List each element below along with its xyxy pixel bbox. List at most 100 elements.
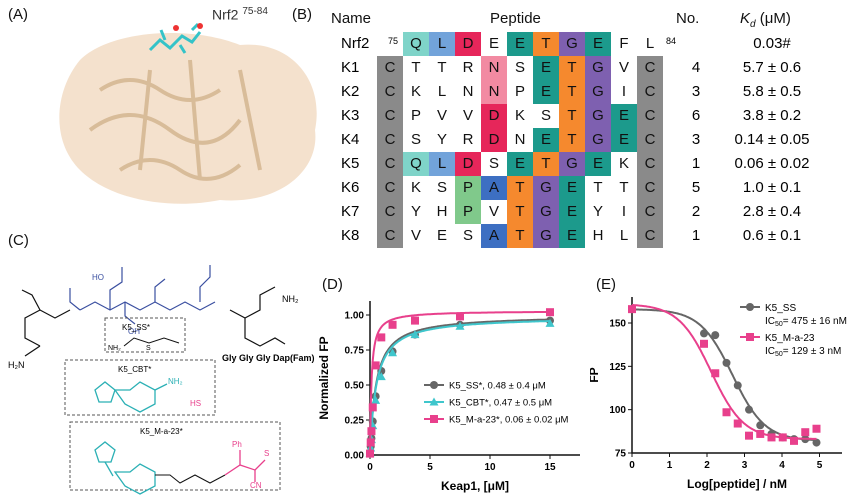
residue-cell: F [619, 35, 629, 52]
residue-cell: K [618, 155, 629, 172]
data-point [546, 308, 554, 317]
copy-number: 1 [691, 227, 701, 244]
residue-cell: E [585, 32, 611, 56]
ic-value: = 475 ± 16 nM [783, 316, 847, 327]
residue-cell: C [377, 176, 403, 200]
residue-cell: H [592, 227, 604, 244]
data-point [745, 431, 753, 440]
nrf2-end: 84 [666, 36, 677, 46]
ic-value: = 129 ± 3 nM [783, 346, 842, 357]
data-point [411, 316, 419, 325]
residue-cell: S [410, 131, 421, 148]
residue-cell: E [611, 128, 637, 152]
data-point [711, 369, 720, 378]
protein-structure [59, 22, 317, 204]
y-tick-label: 100 [609, 405, 626, 416]
protein-ribbons [88, 59, 262, 181]
residue-cell: E [585, 152, 611, 176]
header-no: No. [676, 10, 700, 27]
data-point [371, 395, 381, 404]
residue-cell: E [533, 56, 559, 80]
residue-cell: L [437, 83, 447, 100]
fit-curve [632, 308, 817, 442]
kd-value: 1.0 ± 0.1 [742, 179, 802, 196]
m-s-label: S [264, 449, 269, 458]
header-kd: Kd (μM) [740, 10, 791, 30]
residue-cell: C [637, 104, 663, 128]
residue-cell: V [488, 203, 499, 220]
box-k5-m-a-23-label: K5_M-a-23* [140, 427, 183, 436]
residue-cell: R [462, 131, 474, 148]
data-point [778, 433, 787, 442]
ss-nh2: NH₂ [108, 345, 121, 352]
data-point [746, 333, 754, 341]
data-point [368, 403, 377, 412]
residue-cell: S [514, 59, 525, 76]
x-tick-label: 4 [779, 460, 785, 471]
data-point [628, 305, 636, 314]
data-point [377, 333, 386, 342]
residue-cell: P [455, 176, 481, 200]
residue-cell: E [507, 32, 533, 56]
panel-e-label: (E) [596, 276, 616, 293]
row-name: K4 [341, 131, 360, 148]
residue-cell: E [488, 35, 499, 52]
residue-cell: E [611, 104, 637, 128]
nrf2-label: Nrf2 75-84 [212, 6, 268, 23]
box-k5-ss [104, 317, 186, 353]
copy-number: 5 [691, 179, 701, 196]
residue-cell: C [377, 56, 403, 80]
y-axis-label: FP [590, 367, 601, 382]
residue-cell: K [410, 179, 421, 196]
cbt-nh2: NH₂ [168, 377, 183, 386]
residue-cell: C [637, 200, 663, 224]
ho-label: HO [92, 273, 104, 282]
kd-value: 2.8 ± 0.4 [742, 203, 802, 220]
ss-s: S [146, 345, 151, 352]
residue-cell: C [377, 152, 403, 176]
residue-cell: Y [592, 203, 603, 220]
data-point [430, 415, 438, 423]
legend-label: K5_SS*, 0.48 ± 0.4 μM [449, 381, 546, 392]
legend-label: K5_CBT*, 0.47 ± 0.5 μM [449, 398, 552, 409]
data-point [790, 436, 798, 445]
residue-cell: T [593, 179, 603, 196]
y-tick-label: 0.00 [345, 451, 365, 462]
residue-cell: L [645, 35, 655, 52]
box-k5-ss-label: K5_SS* [122, 323, 150, 332]
data-point [388, 348, 398, 357]
residue-cell: A [481, 224, 507, 248]
residue-cell: P [514, 83, 525, 100]
residue-cell: K [410, 83, 421, 100]
residue-cell: Q [403, 32, 429, 56]
panel-d-label: (D) [322, 276, 343, 293]
residue-cell: C [377, 80, 403, 104]
residue-cell: G [533, 176, 559, 200]
residue-cell: G [533, 224, 559, 248]
data-point [700, 339, 708, 348]
residue-cell: E [559, 224, 585, 248]
residue-cell: V [436, 107, 447, 124]
x-axis-label: Log[peptide] / nM [687, 477, 787, 491]
y-tick-label: 125 [609, 362, 626, 373]
copy-number: 3 [691, 131, 701, 148]
copy-number: 3 [691, 83, 701, 100]
residue-cell: D [455, 152, 481, 176]
residue-cell: K [514, 107, 525, 124]
residue-cell: E [559, 200, 585, 224]
protein-surface [59, 33, 317, 204]
residue-cell: Y [410, 203, 421, 220]
residue-cell: T [411, 59, 421, 76]
ic-sub: 50 [775, 321, 783, 328]
data-point [711, 331, 720, 340]
data-point [733, 419, 742, 428]
peptide-backbone-black [21, 286, 286, 357]
residue-cell: H [436, 203, 448, 220]
row-name: Nrf2 [341, 35, 370, 52]
x-tick-label: 15 [544, 462, 556, 473]
cn-label: CN [250, 481, 262, 490]
residue-cell: S [488, 155, 499, 172]
x-tick-label: 3 [742, 460, 748, 471]
residue-cell [377, 32, 403, 56]
